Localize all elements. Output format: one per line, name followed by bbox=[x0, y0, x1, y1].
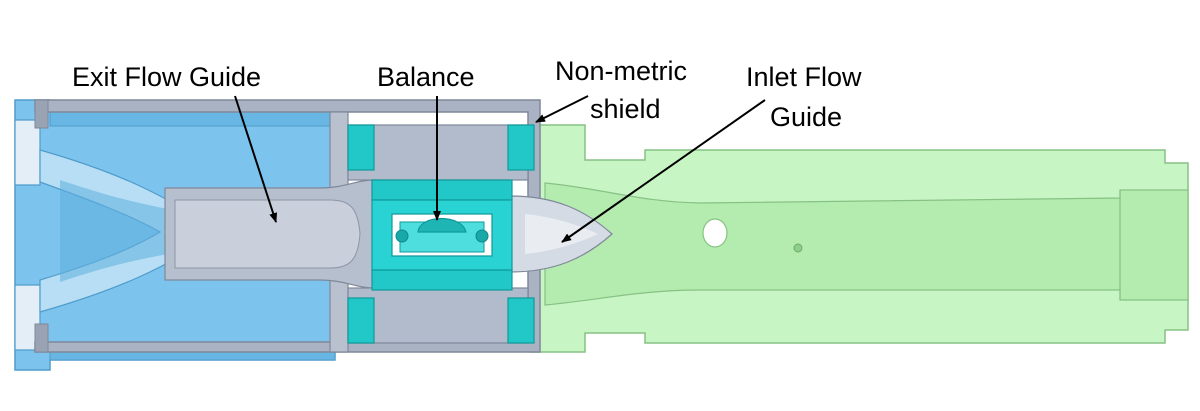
inlet-flow-guide-arrow bbox=[561, 99, 766, 243]
cyan-seal-left-top bbox=[347, 124, 375, 171]
non-metric-shield-label-line2: shield bbox=[590, 94, 661, 124]
gray-shield-left-cap bbox=[34, 99, 49, 353]
gray-balance-assembly bbox=[164, 124, 613, 344]
exit-flow-guide-label: Exit Flow Guide bbox=[72, 62, 261, 92]
cyan-balance-parts bbox=[347, 124, 535, 344]
green-sting-hole-large bbox=[702, 218, 728, 248]
green-sting-body bbox=[529, 124, 1189, 353]
exit-flow-guide-inner bbox=[174, 199, 361, 269]
inlet-flow-guide-label-line2: Guide bbox=[770, 102, 842, 132]
cyan-seal-right-bottom bbox=[507, 297, 535, 344]
cyan-seal-left-bottom bbox=[347, 297, 375, 344]
cyan-balance-band-bottom bbox=[371, 269, 513, 291]
cyan-balance-band-top bbox=[371, 179, 513, 201]
blue-housing-top-wall bbox=[49, 111, 336, 127]
cyan-seal-right-top bbox=[507, 124, 535, 171]
inlet-flow-guide-label-line1: Inlet Flow bbox=[746, 62, 862, 92]
cyan-balance-body bbox=[371, 199, 513, 271]
non-metric-shield-label-line1: Non-metric bbox=[555, 56, 687, 86]
cyan-balance-bolt-right bbox=[475, 229, 489, 243]
cyan-balance-dome bbox=[417, 218, 467, 233]
balance-label: Balance bbox=[377, 62, 475, 92]
non-metric-shield-arrow bbox=[535, 95, 589, 123]
green-sting-bore bbox=[544, 182, 1189, 306]
cyan-balance-bolt-left bbox=[395, 229, 409, 243]
green-sting-hole-small bbox=[793, 243, 803, 253]
exit-flow-guide-arrow bbox=[234, 95, 278, 223]
gray-sleeve-lower bbox=[347, 287, 529, 344]
